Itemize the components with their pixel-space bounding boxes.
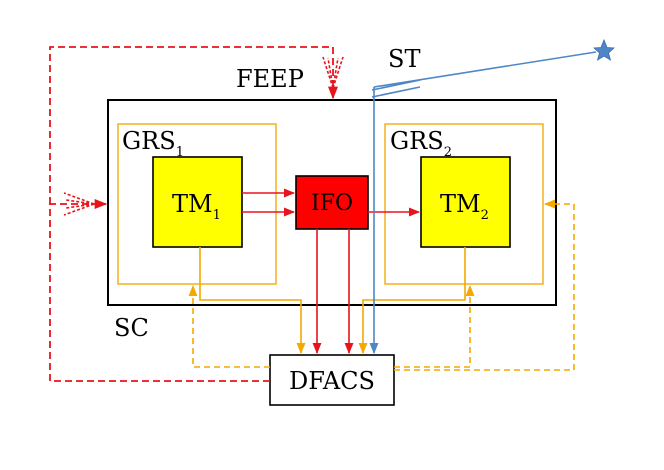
sc-label: SC <box>114 314 149 342</box>
grs1-to-dfacs-arrow <box>199 247 306 355</box>
tm2-label: TM2 <box>440 190 489 223</box>
tm2-label-sub: 2 <box>481 208 489 223</box>
feep-thruster-left-icon <box>63 192 95 216</box>
ifo-label: IFO <box>311 191 353 216</box>
tm1-label-sub: 1 <box>213 208 221 223</box>
tm2-label-base: TM <box>440 190 481 218</box>
feep-label: FEEP <box>236 65 304 93</box>
feep-thruster-top-icon <box>322 56 344 89</box>
grs1-label: GRS1 <box>122 127 184 160</box>
grs2-label-sub: 2 <box>444 145 452 160</box>
star-icon <box>593 38 615 61</box>
st-label: ST <box>388 45 420 73</box>
dfacs-box <box>269 354 395 406</box>
grs2-label: GRS2 <box>390 127 452 160</box>
spacecraft-box <box>107 99 557 306</box>
ifo-box <box>295 175 369 230</box>
star-tracker-icon <box>371 51 597 98</box>
tm1-box <box>152 156 243 248</box>
grs1-label-base: GRS <box>122 127 176 155</box>
grs2-to-dfacs-arrow <box>358 247 466 355</box>
grs2-frame <box>384 123 544 285</box>
dfacs-to-grs2-arrow-outer <box>394 199 575 371</box>
dfacs-to-feep-arrow-left <box>49 198 270 382</box>
dfacs-to-grs2-arrow-inner <box>394 284 475 368</box>
dfacs-to-feep-arrow-top <box>49 46 339 204</box>
tm1-label-base: TM <box>172 190 213 218</box>
tm1-label: TM1 <box>172 190 221 223</box>
grs1-label-sub: 1 <box>176 145 184 160</box>
grs2-label-base: GRS <box>390 127 444 155</box>
dfacs-label: DFACS <box>289 367 375 395</box>
grs1-frame <box>117 123 277 285</box>
dfacs-to-grs1-arrow <box>188 284 270 368</box>
